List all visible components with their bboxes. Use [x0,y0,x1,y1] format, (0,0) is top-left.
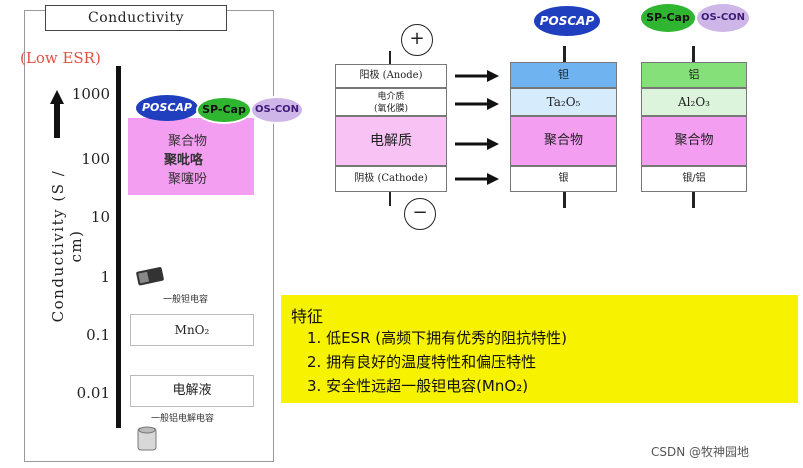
spcap-layer-oxide: Al₂O₃ [641,88,747,116]
tick-label: 0.01 [76,384,110,402]
feature-item: 2. 拥有良好的温度特性和偏压特性 [307,353,537,371]
oscon-logo: OS-CON [697,4,749,32]
poscap-layer-oxide: Ta₂O₅ [510,88,617,116]
tick-label: 1 [100,268,110,286]
spcap-layer-silver-aluminum: 银/铝 [641,166,747,192]
terminal-lead [563,46,566,62]
arrow-right-icon [455,138,499,150]
polymer-line: 聚吡咯 [164,153,204,168]
terminal-lead [692,192,695,208]
layer-electrolyte: 电解质 [335,116,447,166]
mno2-box: MnO₂ [130,314,254,346]
plus-terminal-icon: + [401,24,433,56]
polymer-line: 聚噻吩 [168,172,208,187]
feature-item: 3. 安全性远超一般钽电容(MnO₂) [307,377,529,395]
minus-terminal-icon: − [404,198,436,230]
y-axis-line [116,66,121,428]
terminal-lead [389,192,391,206]
features-title: 特征 [291,307,324,326]
up-arrow-icon [50,90,64,138]
polymer-line: 聚合物 [168,134,208,149]
poscap-layer-polymer: 聚合物 [510,116,617,166]
oscon-logo: OS-CON [250,96,304,124]
poscap-layer-tantalum: 钽 [510,62,617,88]
tantalum-capacitor-icon [136,267,164,286]
aluminum-capacitor-icon [137,426,157,451]
watermark: CSDN @牧神园地 [651,445,750,459]
arrow-right-icon [455,173,499,185]
spcap-layer-polymer: 聚合物 [641,116,747,166]
arrow-right-icon [455,70,499,82]
layer-anode: 阳极 (Anode) [335,64,447,88]
spcap-logo: SP-Cap [641,4,695,32]
poscap-logo: POSCAP [136,95,198,121]
spcap-logo: SP-Cap [196,96,252,124]
low-esr-label: (Low ESR) [20,49,101,67]
layer-dielectric: 电介质 (氧化膜) [335,88,447,116]
polymer-region: 聚合物 聚吡咯 聚噻吩 [128,118,254,195]
terminal-lead [389,51,391,65]
tick-label: 100 [81,150,110,168]
layer-cathode: 阴极 (Cathode) [335,166,447,192]
features-box: 特征 1. 低ESR (高频下拥有优秀的阻抗特性) 2. 拥有良好的温度特性和偏… [281,295,798,403]
y-axis-label: Conductivity (S / cm) [49,169,85,323]
terminal-lead [692,46,695,62]
tick-label: 1000 [71,85,110,103]
poscap-layer-silver: 银 [510,166,617,192]
arrow-right-icon [455,98,499,110]
conductivity-title: Conductivity [45,5,227,31]
feature-item: 1. 低ESR (高频下拥有优秀的阻抗特性) [307,329,567,347]
spcap-layer-aluminum: 铝 [641,62,747,88]
terminal-lead [563,192,566,208]
al-cap-label: 一般铝电解电容 [151,414,215,424]
tick-label: 0.1 [86,326,110,344]
tantalum-cap-label: 一般钽电容 [163,295,209,305]
tick-label: 10 [90,208,110,226]
electrolyte-box: 电解液 [130,375,254,407]
poscap-logo: POSCAP [534,6,600,36]
